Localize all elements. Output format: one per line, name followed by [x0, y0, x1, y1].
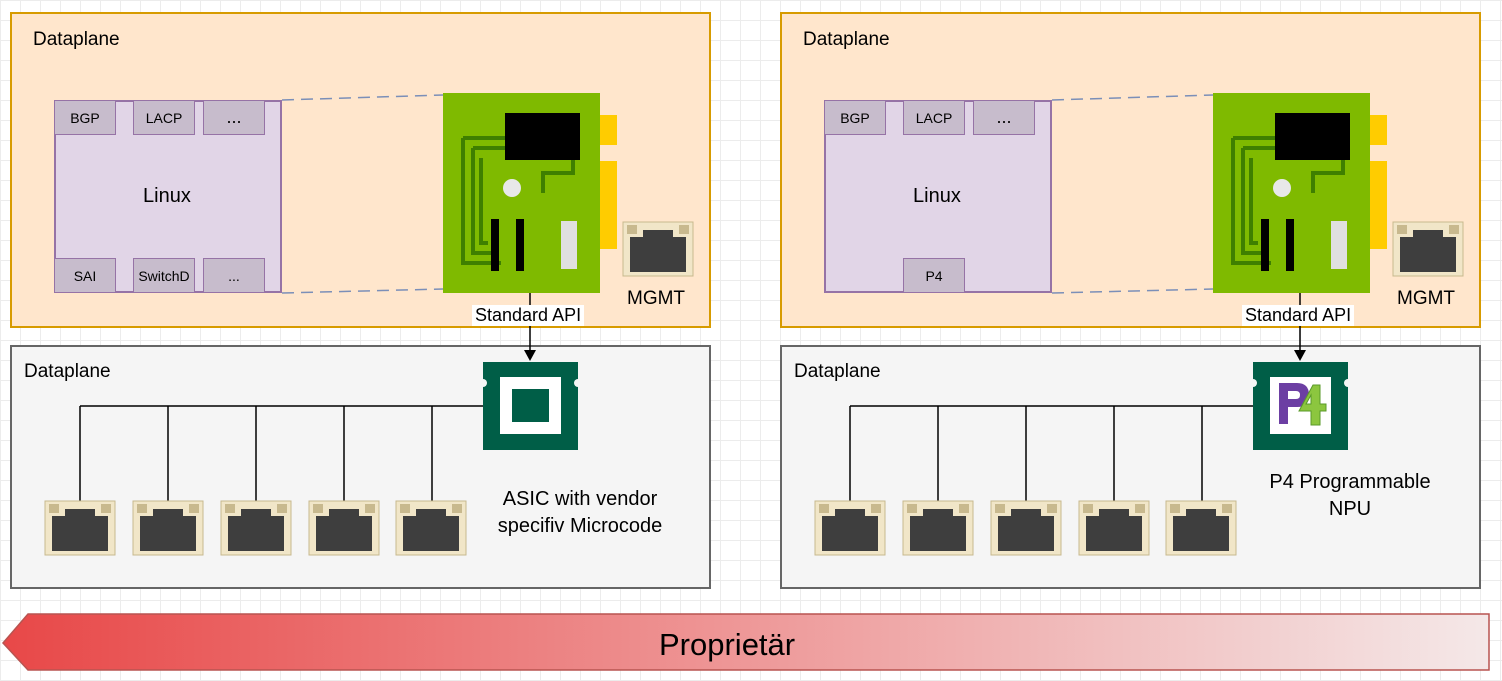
standard-api-label-right: Standard API	[1242, 305, 1355, 326]
linux-label-right: Linux	[913, 185, 961, 207]
chip-p4-right: P4	[903, 258, 965, 293]
standard-api-label-left: Standard API	[472, 305, 585, 326]
chip-more-bottom-left: ...	[203, 258, 265, 293]
dataplane-bottom-left-label: Dataplane	[24, 361, 111, 382]
asic-caption: ASIC with vendor specifiv Microcode	[497, 488, 663, 537]
ethernet-port-icon-right-4	[1078, 500, 1150, 556]
chip-more-top-left: ...	[203, 100, 265, 135]
proprietary-arrow	[1, 613, 1490, 671]
switch-board-icon-left	[441, 91, 619, 295]
mgmt-port-icon-right	[1392, 221, 1464, 277]
chip-bgp-right: BGP	[824, 100, 886, 135]
ethernet-port-icon-right-2	[902, 500, 974, 556]
projection-line-bottom-left	[281, 288, 444, 294]
ethernet-port-icon-left-2	[132, 500, 204, 556]
chip-lacp-right: LACP	[903, 100, 965, 135]
proprietary-label: Proprietär	[659, 627, 796, 662]
chip-bgp-left: BGP	[54, 100, 116, 135]
linux-label-left: Linux	[143, 185, 191, 207]
dataplane-bottom-right-label: Dataplane	[794, 361, 881, 382]
ethernet-port-icon-right-5	[1165, 500, 1237, 556]
switch-board-icon-right	[1211, 91, 1389, 295]
chip-sai-left: SAI	[54, 258, 116, 293]
asic-chip-icon	[479, 362, 582, 450]
ethernet-port-icon-left-3	[220, 500, 292, 556]
ethernet-port-icon-left-4	[308, 500, 380, 556]
projection-line-top-right	[1051, 94, 1214, 101]
port-tree-right	[849, 405, 1253, 505]
ethernet-port-icon-right-3	[990, 500, 1062, 556]
mgmt-port-icon-left	[622, 221, 694, 277]
mgmt-label-right: MGMT	[1397, 288, 1456, 309]
mgmt-label-left: MGMT	[627, 288, 686, 309]
ethernet-port-icon-left-1	[44, 500, 116, 556]
chip-more-top-right: ...	[973, 100, 1035, 135]
chip-switchd-left: SwitchD	[133, 258, 195, 293]
dataplane-top-right-label: Dataplane	[803, 29, 890, 50]
projection-line-top-left	[281, 94, 444, 101]
api-arrow-right	[1294, 350, 1306, 361]
npu-caption: P4 Programmable NPU	[1269, 471, 1431, 520]
chip-lacp-left: LACP	[133, 100, 195, 135]
port-tree-left	[79, 405, 483, 505]
projection-line-bottom-right	[1051, 288, 1214, 294]
ethernet-port-icon-right-1	[814, 500, 886, 556]
dataplane-top-left-label: Dataplane	[33, 29, 120, 50]
p4-npu-icon	[1249, 362, 1352, 450]
ethernet-port-icon-left-5	[395, 500, 467, 556]
api-arrow-left	[524, 350, 536, 361]
